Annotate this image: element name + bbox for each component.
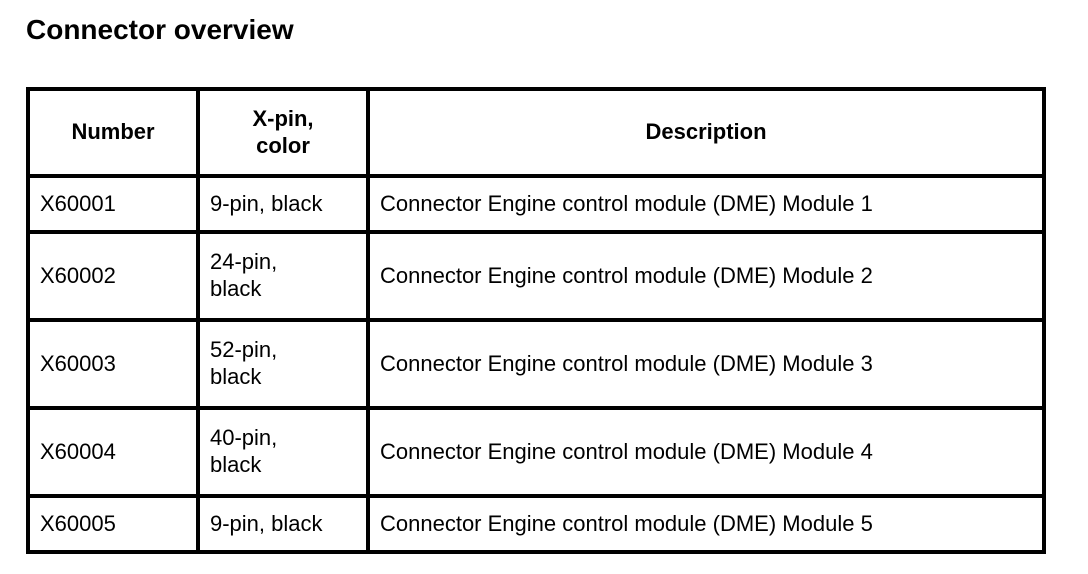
cell-number: X60005	[26, 494, 200, 554]
document-page: Connector overview Number X-pin, color D…	[26, 14, 1046, 554]
table-row: X60002 24-pin, black Connector Engine co…	[26, 230, 1046, 322]
connector-overview-table: Number X-pin, color Description X60001 9…	[26, 87, 1046, 554]
cell-description: Connector Engine control module (DME) Mo…	[366, 174, 1046, 234]
cell-description: Connector Engine control module (DME) Mo…	[366, 494, 1046, 554]
cell-pin-color: 24-pin, black	[196, 230, 370, 322]
cell-number: X60004	[26, 406, 200, 498]
cell-description: Connector Engine control module (DME) Mo…	[366, 230, 1046, 322]
table-row: X60001 9-pin, black Connector Engine con…	[26, 174, 1046, 234]
table-row: X60004 40-pin, black Connector Engine co…	[26, 406, 1046, 498]
table-row: X60005 9-pin, black Connector Engine con…	[26, 494, 1046, 554]
cell-pin-color: 9-pin, black	[196, 174, 370, 234]
cell-number: X60003	[26, 318, 200, 410]
cell-description: Connector Engine control module (DME) Mo…	[366, 318, 1046, 410]
column-header-description: Description	[366, 87, 1046, 178]
cell-description: Connector Engine control module (DME) Mo…	[366, 406, 1046, 498]
page-title: Connector overview	[26, 14, 294, 45]
table-header-row: Number X-pin, color Description	[26, 87, 1046, 178]
cell-number: X60001	[26, 174, 200, 234]
cell-pin-color: 9-pin, black	[196, 494, 370, 554]
table-row: X60003 52-pin, black Connector Engine co…	[26, 318, 1046, 410]
cell-pin-color: 40-pin, black	[196, 406, 370, 498]
column-header-number: Number	[26, 87, 200, 178]
cell-number: X60002	[26, 230, 200, 322]
cell-pin-color: 52-pin, black	[196, 318, 370, 410]
column-header-pin-color: X-pin, color	[196, 87, 370, 178]
